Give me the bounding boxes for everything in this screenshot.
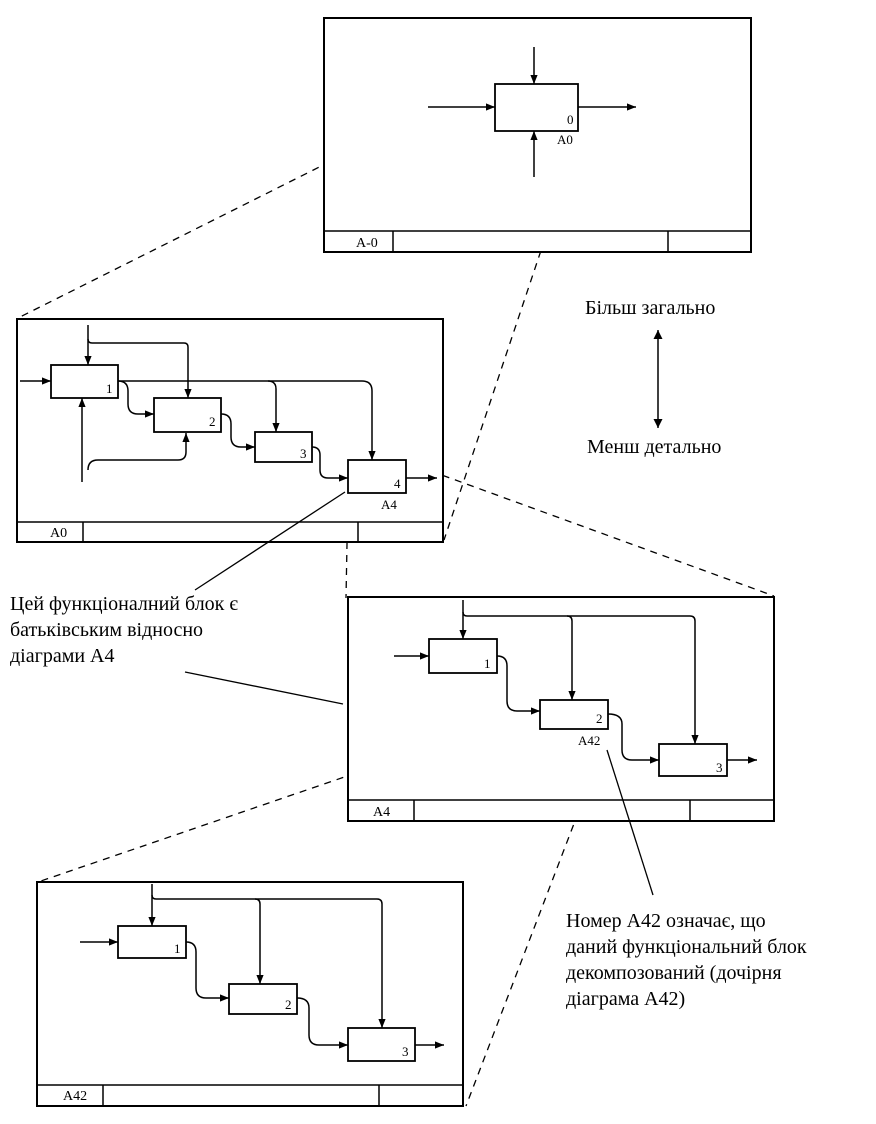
note-line: діаграми А4 — [10, 645, 115, 667]
node-label: A0 — [557, 132, 573, 147]
output-1-to-2 — [117, 380, 154, 418]
diagram-a0: A0 1 2 3 4 A4 — [16, 318, 444, 543]
block-number-3: 3 — [402, 1044, 409, 1059]
function-block-3 — [658, 743, 728, 777]
block-number-1: 1 — [484, 656, 491, 671]
block-number-4: 4 — [394, 476, 401, 491]
function-block-3 — [347, 1027, 416, 1062]
block-number-2: 2 — [209, 414, 216, 429]
block-number: 0 — [567, 112, 574, 127]
mechanism-arrow-to-2 — [87, 433, 190, 471]
dashed-line-a4-right — [405, 461, 775, 597]
node-label-a42: A42 — [578, 733, 600, 748]
parent-block-note: Цей функціоналний блок є батьківським ві… — [10, 591, 238, 669]
callout-line-parent-lower — [184, 671, 344, 705]
block-number-1: 1 — [106, 381, 113, 396]
function-block-2 — [539, 699, 609, 730]
control-arrow-to-3 — [267, 380, 280, 432]
note-line: даний функціональний блок — [566, 936, 807, 958]
frame-label: A0 — [50, 526, 67, 541]
block-number-3: 3 — [716, 760, 723, 775]
output-1-to-2 — [185, 941, 229, 1002]
note-line: декомпозований (дочірня — [566, 962, 782, 984]
control-arrow-to-3 — [255, 898, 386, 1028]
function-block — [494, 83, 579, 132]
scale-label-detailed: Менш детально — [587, 436, 722, 458]
block-number-1: 1 — [174, 941, 181, 956]
callout-line-decomposed — [606, 749, 654, 896]
decomposed-block-note: Номер А42 означає, що даний функціональн… — [566, 908, 807, 1012]
output-3-to-4 — [311, 446, 348, 482]
dashed-line-a0-left — [17, 79, 494, 319]
control-arrow-to-4 — [118, 380, 376, 460]
diagram-frame — [16, 318, 444, 543]
control-arrow-to-3 — [567, 615, 699, 744]
function-block-3 — [254, 431, 313, 463]
function-block-4 — [347, 459, 407, 494]
note-line: Цей функціоналний блок є — [10, 593, 238, 615]
frame-label: A-0 — [356, 236, 378, 251]
dashed-line-a42-left — [37, 709, 541, 883]
function-block-2 — [153, 397, 222, 433]
block-number-2: 2 — [596, 711, 603, 726]
function-block-1 — [50, 364, 119, 399]
output-2-to-3 — [296, 997, 348, 1049]
note-line: батьківським відносно — [10, 619, 204, 641]
function-block-1 — [117, 925, 187, 959]
note-line: Номер А42 означає, що — [566, 910, 766, 932]
output-2-to-3 — [220, 413, 255, 451]
function-block-1 — [428, 638, 498, 674]
callout-line-parent — [194, 491, 346, 591]
frame-label: A42 — [63, 1089, 87, 1104]
callout-lines — [184, 491, 654, 896]
diagram-a42: A42 1 2 3 — [36, 881, 464, 1107]
block-number-3: 3 — [300, 446, 307, 461]
note-line: діаграма А42) — [566, 988, 686, 1010]
function-block-2 — [228, 983, 298, 1015]
diagram-frame — [323, 17, 752, 253]
control-arrow-to-2 — [87, 338, 192, 398]
node-label-a4: A4 — [381, 497, 397, 512]
block-number-2: 2 — [285, 997, 292, 1012]
diagram-a4: A4 1 2 3 A42 — [347, 596, 775, 822]
output-2-to-3 — [607, 713, 659, 764]
frame-label: A4 — [373, 805, 390, 820]
diagram-a-0: A-0 0 A0 — [323, 17, 752, 253]
scale-label-general: Більш загально — [585, 297, 716, 319]
output-1-to-2 — [496, 655, 540, 715]
